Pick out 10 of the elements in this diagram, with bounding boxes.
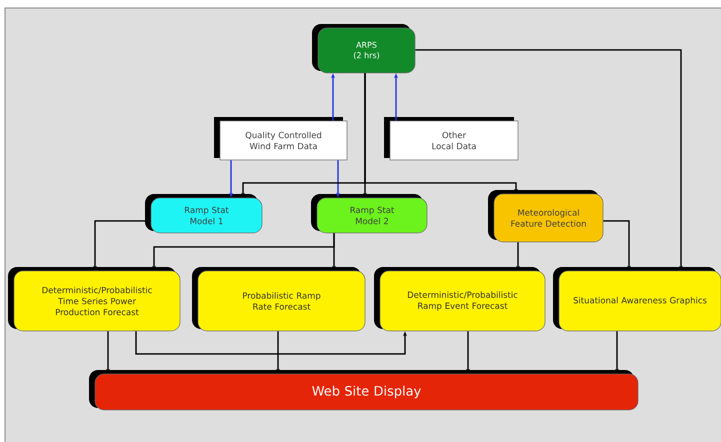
forecast-box: Probabilistic Ramp Rate Forecast bbox=[192, 266, 366, 332]
process-box: Meteorological Feature Detection bbox=[488, 190, 604, 242]
display-box: Web Site Display bbox=[89, 370, 638, 410]
forecast-box: Situational Awareness Graphics bbox=[553, 266, 721, 332]
model-box: Ramp Stat Model 1 bbox=[145, 194, 262, 234]
data-box: Quality Controlled Wind Farm Data bbox=[214, 116, 348, 160]
forecast-box: Deterministic/Probabilistic Time Series Power Production Forecast bbox=[8, 266, 180, 332]
data-box: Other Local Data bbox=[384, 116, 518, 160]
model-box: Ramp Stat Model 2 bbox=[311, 194, 428, 234]
forecast-box: Deterministic/Probabilistic Ramp Event Forecast bbox=[374, 266, 546, 332]
